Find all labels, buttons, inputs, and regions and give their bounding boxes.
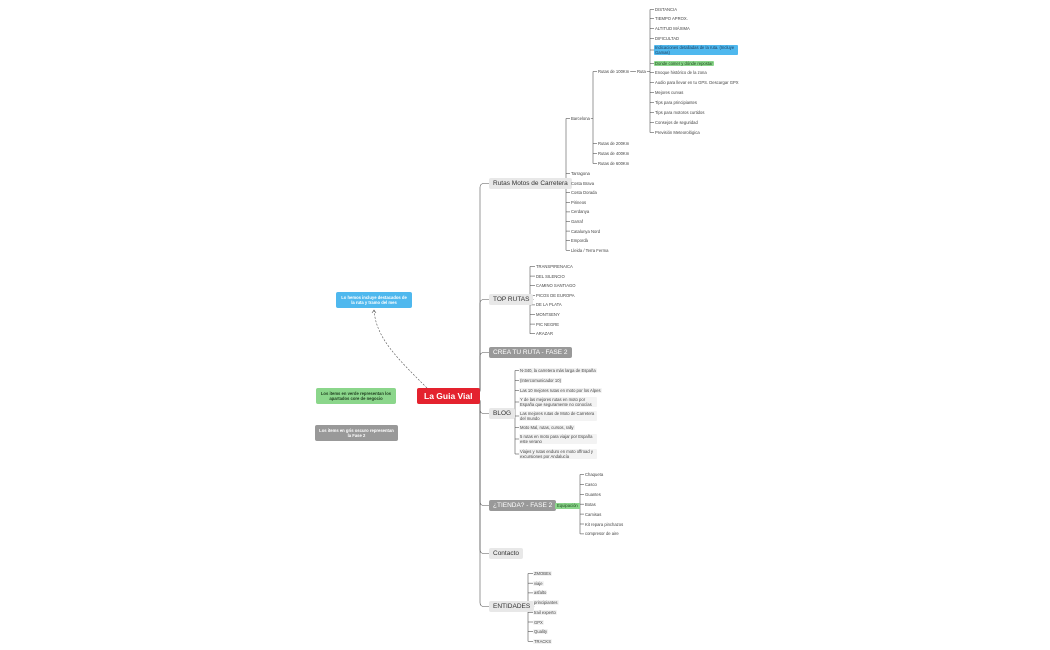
- tienda-item[interactable]: Casco: [585, 481, 597, 487]
- connector-line: [476, 395, 489, 607]
- blog-item[interactable]: N-340, la carretera más larga de España: [519, 368, 597, 373]
- tienda-equipacion[interactable]: Equipación: [555, 503, 580, 509]
- entidad-item[interactable]: trail experto: [533, 609, 557, 615]
- ruta-detail-item[interactable]: Tips para principiantes: [655, 100, 697, 105]
- entidad-item[interactable]: viaje: [533, 580, 544, 586]
- ruta-detail-item[interactable]: Enoque histórico de la zona: [655, 70, 707, 75]
- blog-item[interactable]: 5 rutas en moto para viajar por España e…: [519, 434, 597, 444]
- note-core-negocio[interactable]: Los items en verde representan los apart…: [316, 388, 396, 404]
- connector-line: [476, 183, 489, 397]
- top-ruta-item[interactable]: TRANSPIRENAICA: [536, 264, 573, 269]
- rutas-region-item[interactable]: Catalunya Nord: [571, 228, 601, 234]
- tienda-item[interactable]: Chaqueta: [585, 472, 604, 477]
- rutas-barcelona[interactable]: Barcelona: [571, 116, 590, 121]
- blog-item[interactable]: Las 10 mejores rutas en moto por los Alp…: [519, 388, 602, 393]
- rutas-region-item[interactable]: Pirineos: [571, 199, 587, 205]
- blog-item[interactable]: Viajes y rutas enduro en moto offroad y …: [519, 449, 597, 459]
- top-ruta-item[interactable]: CAMINO SANTIAGO: [536, 283, 576, 289]
- ruta-detail-item[interactable]: ALTITUD MÁXIMA: [655, 26, 690, 31]
- entidad-item[interactable]: GPX: [533, 619, 544, 625]
- top-ruta-item[interactable]: MONTSENY: [536, 312, 560, 317]
- entidad-item[interactable]: TRACKS: [533, 638, 552, 644]
- tienda-item[interactable]: Camisas: [585, 511, 602, 517]
- blog-item[interactable]: Moto Mal, rutas, cursos, rally: [519, 425, 575, 430]
- branch-rutas-motos[interactable]: Rutas Motos de Carretera: [489, 178, 572, 189]
- tienda-item[interactable]: Guantes: [585, 491, 601, 497]
- ruta-detail-item[interactable]: TIEMPO APROX.: [655, 16, 688, 21]
- branch-tienda[interactable]: ¿TIENDA? - FASE 2: [489, 500, 557, 511]
- connector-line: [476, 299, 489, 397]
- ruta-detail-item[interactable]: Tips para motoros curtidos: [655, 110, 705, 115]
- branch-entidades[interactable]: ENTIDADES: [489, 601, 535, 612]
- tienda-item[interactable]: compresor de aire: [585, 531, 619, 537]
- branch-contacto[interactable]: Contacto: [489, 548, 524, 559]
- blog-item[interactable]: (Intercomunicador 10): [519, 378, 562, 383]
- root-node[interactable]: La Guia Vial: [417, 388, 480, 404]
- entidad-item[interactable]: asfalto: [533, 590, 548, 596]
- tienda-item[interactable]: Botas: [585, 501, 596, 507]
- rutas-region-item[interactable]: Tarragona: [571, 171, 590, 176]
- note-destacados[interactable]: Lo hemos incluye destacados de la ruta y…: [336, 292, 412, 308]
- ruta-detail-item[interactable]: Audio para llevar en tu GPS. Descargar G…: [655, 80, 739, 85]
- top-ruta-item[interactable]: PICOS DE EUROPA: [536, 292, 575, 298]
- rutas-distance-item[interactable]: Rutas de 600Km: [598, 161, 630, 166]
- ruta-detail-item[interactable]: DISTANCIA: [655, 7, 678, 12]
- top-ruta-item[interactable]: PIC NEGRE: [536, 321, 560, 327]
- ruta-detail-item[interactable]: Mejores curvas: [655, 90, 684, 95]
- entidad-item[interactable]: principiantes: [533, 600, 559, 606]
- rutas-distance-item[interactable]: Rutas de 200Km: [598, 141, 630, 146]
- top-ruta-item[interactable]: DE LA PLATA: [536, 302, 562, 308]
- rutas-region-item[interactable]: Cerdanya: [571, 209, 590, 215]
- rutas-ruta[interactable]: Ruta: [637, 69, 646, 74]
- branch-top-rutas[interactable]: TOP RUTAS: [489, 294, 534, 305]
- connector-line: [476, 395, 489, 554]
- rutas-100km[interactable]: Rutas de 100Km: [598, 69, 630, 74]
- ruta-detail-item[interactable]: Donde comer y dónde repostar: [654, 61, 714, 66]
- arrow-head: [371, 309, 377, 314]
- note-fase-2[interactable]: Los items en gris oscuro representan la …: [315, 425, 398, 441]
- blog-item[interactable]: Y de las mejores rutas en moto por Españ…: [519, 397, 597, 407]
- branch-blog[interactable]: BLOG: [489, 408, 516, 419]
- ruta-detail-item[interactable]: Indicaciones detalladas de la ruta. (Inc…: [654, 45, 738, 55]
- top-ruta-item[interactable]: DEL SILENCIO: [536, 273, 565, 279]
- rutas-region-item[interactable]: Garraf: [571, 219, 583, 224]
- rutas-region-item[interactable]: Costa Dorada: [571, 190, 597, 196]
- dashed-connector: [373, 309, 428, 389]
- ruta-detail-item[interactable]: Consejos de seguridad: [655, 120, 698, 125]
- rutas-region-item[interactable]: Costa Brava: [571, 180, 595, 186]
- top-ruta-item[interactable]: ARAZAR: [536, 331, 553, 337]
- blog-item[interactable]: Las mejores rutas de Moto de Carretera d…: [519, 411, 597, 421]
- rutas-region-item[interactable]: Lleida / Terra Ferma: [571, 247, 609, 253]
- branch-crea-tu-ruta[interactable]: CREA TU RUTA - FASE 2: [489, 347, 572, 358]
- tienda-item[interactable]: Kit repara pinchazos: [585, 521, 624, 527]
- entidad-item[interactable]: Quality: [533, 629, 549, 635]
- ruta-detail-item[interactable]: Previsión Meteorológica: [655, 130, 700, 135]
- rutas-region-item[interactable]: Empordà: [571, 238, 588, 244]
- connector-line: [476, 395, 489, 506]
- rutas-distance-item[interactable]: Rutas de 400Km: [598, 151, 630, 156]
- ruta-detail-item[interactable]: DIFICULTAD: [655, 36, 680, 41]
- entidad-item[interactable]: ZMOBEs: [533, 571, 552, 576]
